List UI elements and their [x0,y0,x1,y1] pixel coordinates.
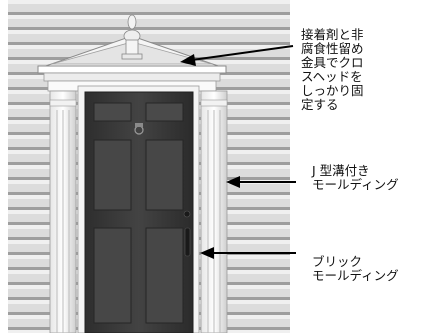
callout-arrow-crosshead [180,45,294,66]
right-pilaster [200,90,228,333]
j-channel-callout-label: J 型溝付き モールディング [312,163,399,192]
callout-arrow-j-channel [226,176,296,188]
finial [121,14,143,60]
crosshead-callout-label: 接着剤と非 腐食性留め 金具でクロ スヘッドを しっかり固 定する [301,27,364,112]
brick-molding-callout-label: ブリック モールディング [312,254,399,283]
callout-arrow-brick-molding [200,247,296,259]
door [84,91,194,333]
left-pilaster [49,90,77,333]
